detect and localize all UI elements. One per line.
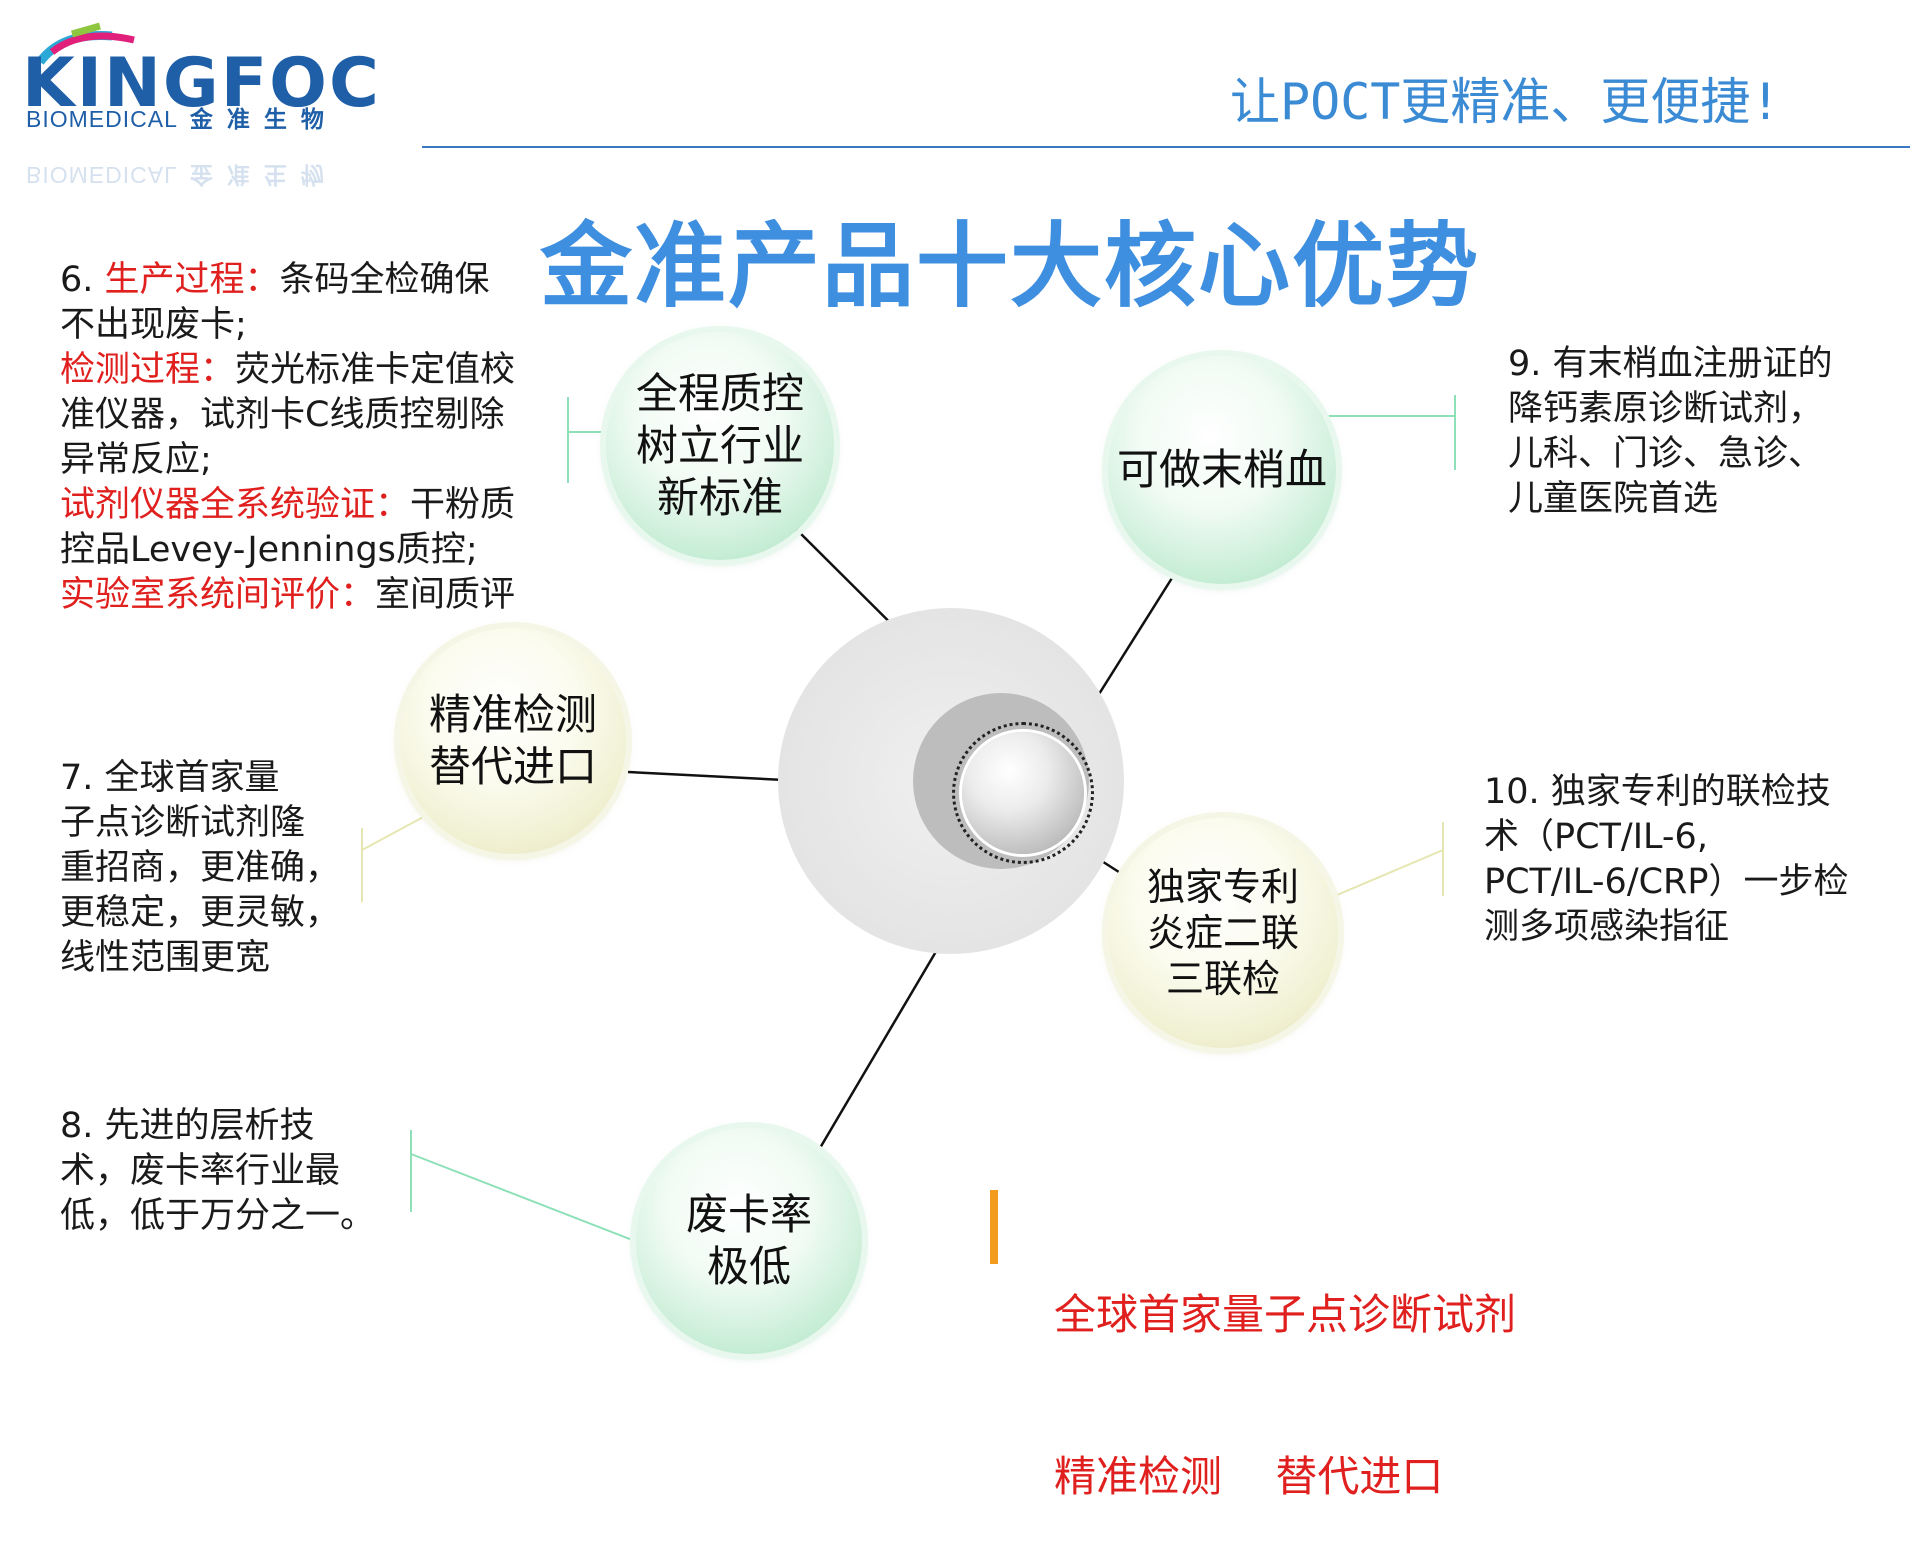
bubble-peripheral-blood: 可做末梢血: [1108, 356, 1336, 584]
header-divider: [422, 146, 1910, 148]
center-hub-dotted-ring: [952, 722, 1094, 864]
logo-subtitle: BIOMEDICAL 金准生物: [26, 100, 338, 134]
bubble-low-waste-rate: 废卡率 极低: [636, 1128, 862, 1354]
advantage-8-text: 8. 先进的层析技 术，废卡率行业最 低，低于万分之一。: [60, 1106, 376, 1236]
footer-note: 全球首家量子点诊断试剂 精准检测 替代进口: [1054, 1180, 1516, 1558]
bubble-precise-detection: 精准检测 替代进口: [400, 628, 626, 854]
advantage-10-text: 10. 独家专利的联检技 术（PCT/IL-6, PCT/IL-6/CRP）一步…: [1484, 772, 1849, 947]
advantage-9-text: 9. 有末梢血注册证的 降钙素原诊断试剂， 儿科、门诊、急诊、 儿童医院首选: [1508, 344, 1833, 519]
footer-line-1: 全球首家量子点诊断试剂: [1054, 1290, 1517, 1339]
advantage-6-text: 6. 生产过程：条码全检确保 不出现废卡; 检测过程：荧光标准卡定值校 准仪器，…: [60, 260, 516, 615]
accent-bar: [990, 1190, 998, 1264]
bubble-quality-control: 全程质控 树立行业 新标准: [606, 332, 834, 560]
header-slogan: 让POCT更精准、更便捷!: [1230, 73, 1781, 131]
advantage-7-text: 7. 全球首家量 子点诊断试剂隆 重招商，更准确， 更稳定，更灵敏， 线性范围更…: [60, 758, 341, 978]
page-title: 金准产品十大核心优势: [540, 213, 1481, 320]
logo-sub-cn: 金准生物: [189, 106, 338, 132]
connector-lines: [361, 395, 1456, 1244]
company-logo: KINGFOCUS: [22, 22, 487, 123]
footer-line-2: 精准检测 替代进口: [1054, 1452, 1444, 1501]
bubble-exclusive-patent: 独家专利 炎症二联 三联检: [1108, 818, 1338, 1048]
logo-sub-en: BIOMEDICAL: [26, 106, 178, 132]
